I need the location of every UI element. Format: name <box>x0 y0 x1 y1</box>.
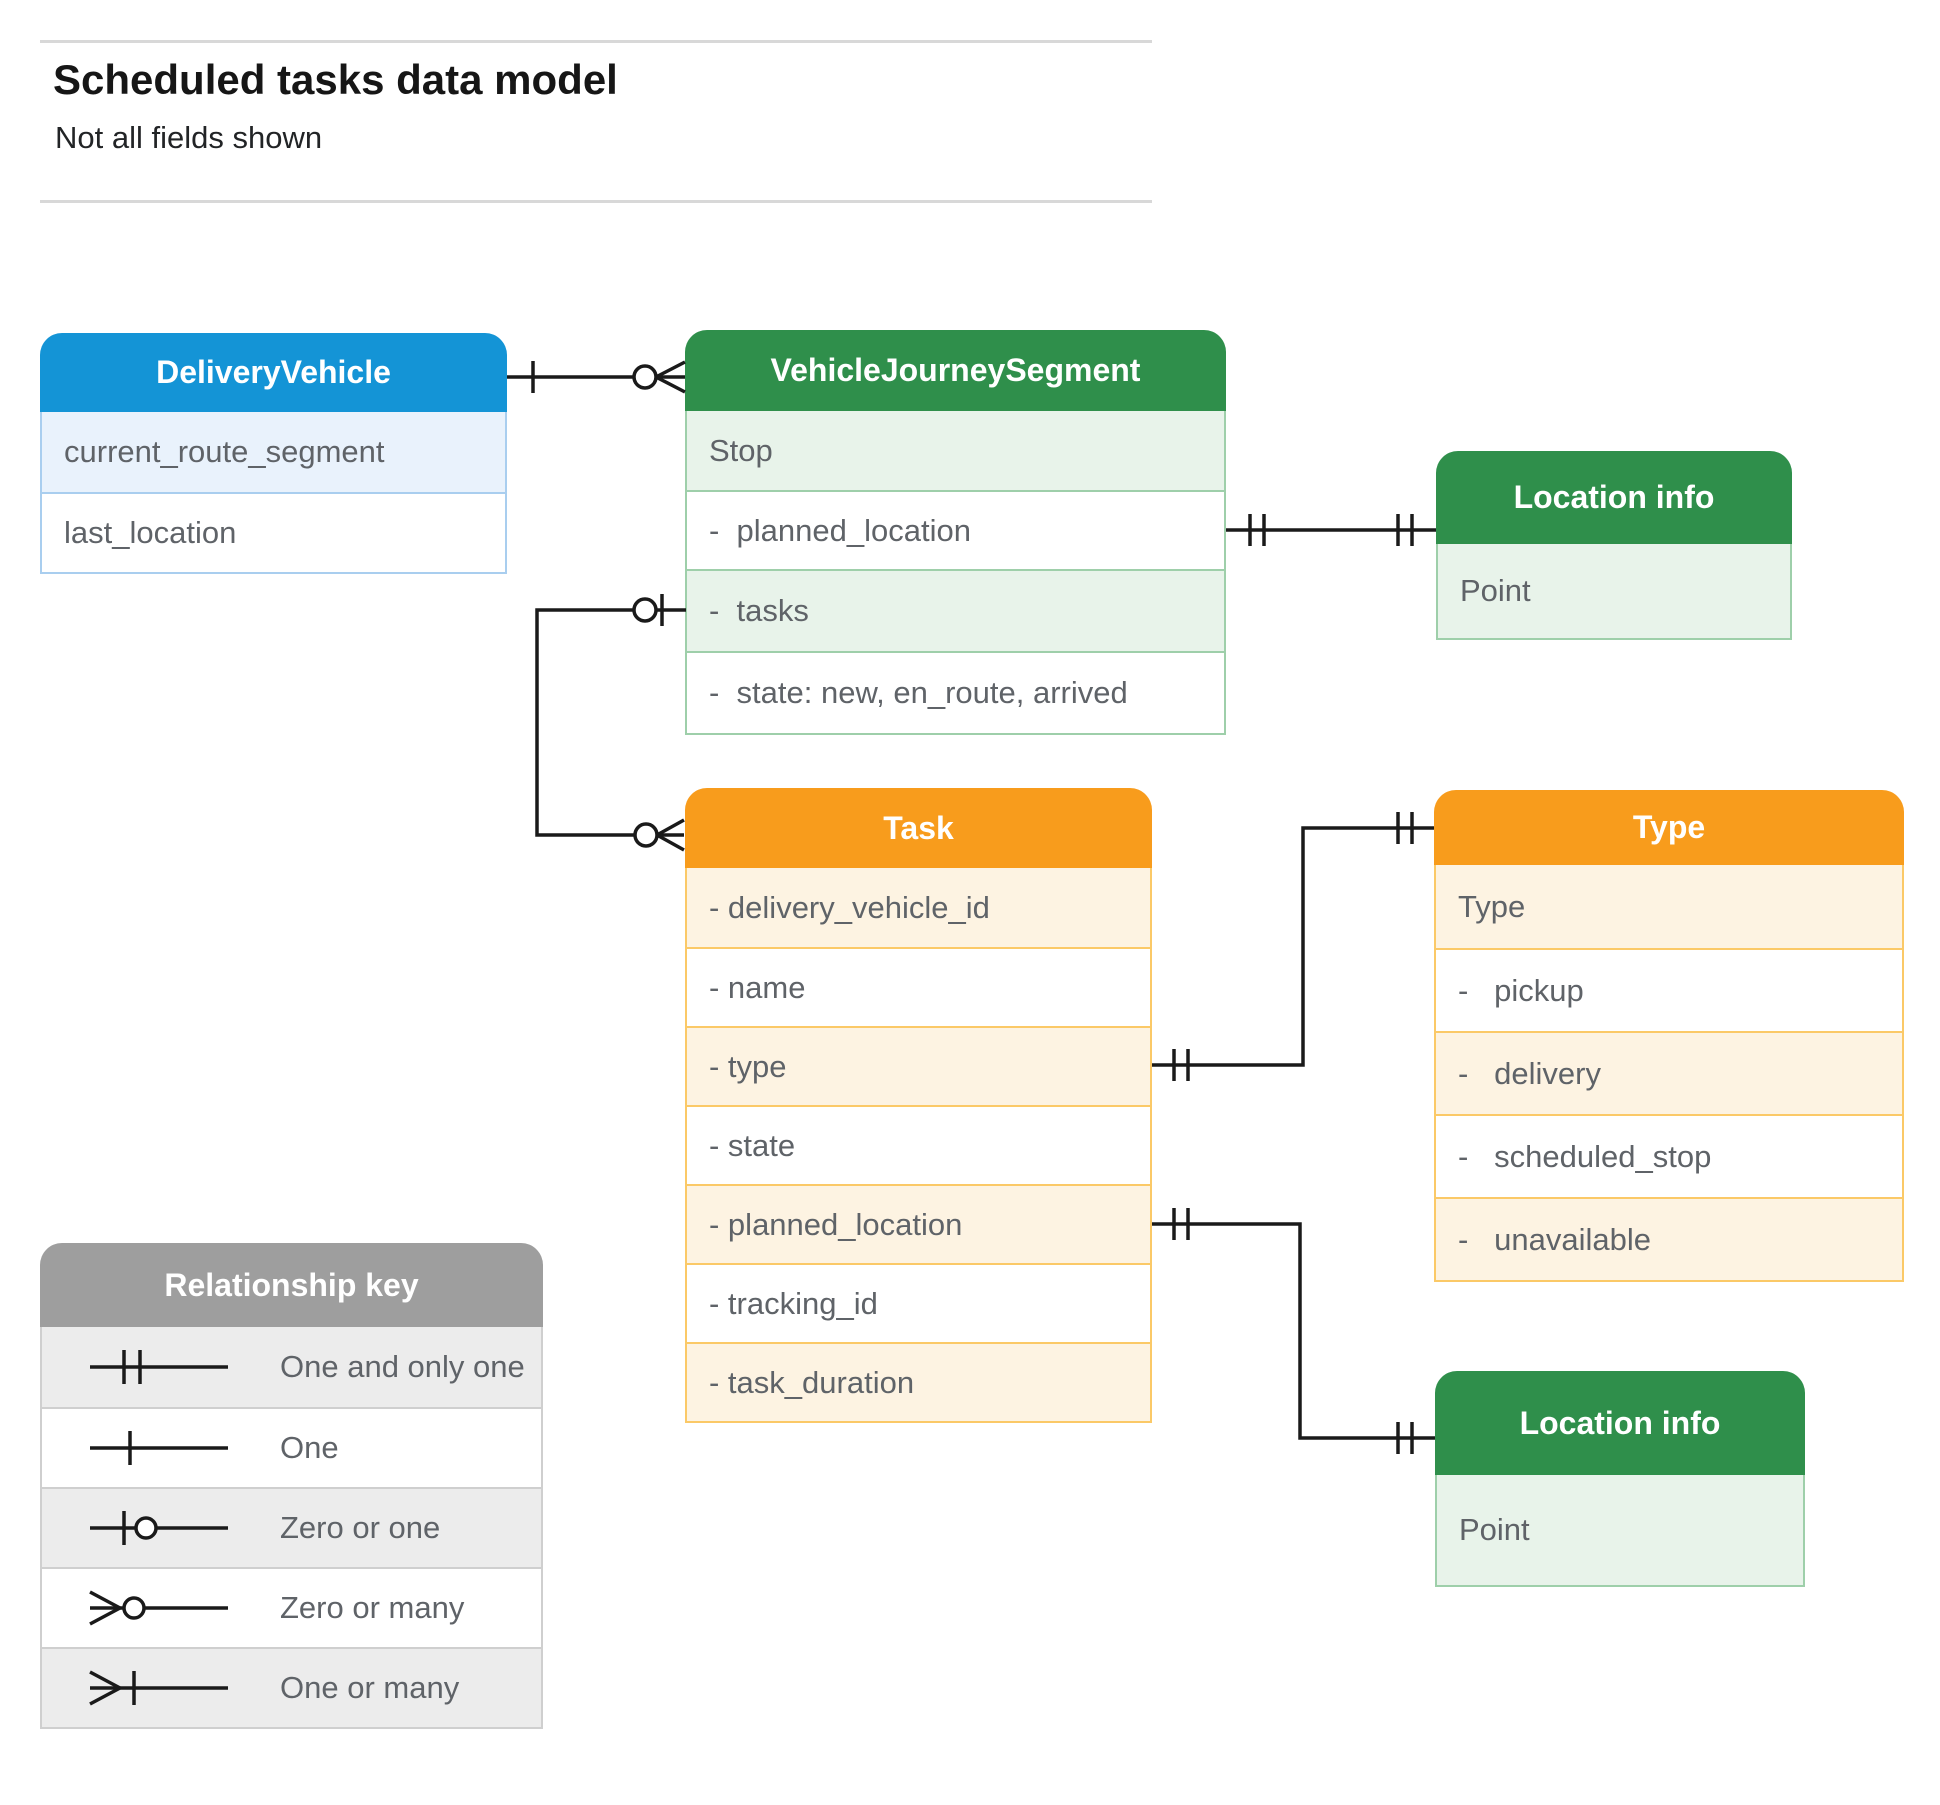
entity-type-title: Type <box>1434 790 1904 865</box>
relationship-key-body: One and only one One Zero or one Zero or… <box>40 1327 543 1729</box>
connector-vehiclejourneysegment-task <box>535 594 686 852</box>
legend-item-zero-or-one: Zero or one <box>42 1487 541 1567</box>
entity-vehicle-journey-segment-body: Stop - planned_location - tasks - state:… <box>685 411 1226 735</box>
connector-vehiclejourneysegment-locationinfo <box>1226 514 1436 546</box>
zero-or-many-icon <box>89 1590 228 1626</box>
field-pickup: - pickup <box>1436 948 1902 1031</box>
page-title: Scheduled tasks data model <box>53 56 618 103</box>
connector-task-type <box>1152 812 1434 1081</box>
entity-location-info-bottom: Location info Point <box>1435 1371 1805 1587</box>
field-current-route-segment: current_route_segment <box>42 412 505 492</box>
one-or-many-icon <box>89 1670 228 1706</box>
field-point-top: Point <box>1438 544 1790 638</box>
top-divider <box>40 40 1152 43</box>
relationship-key: Relationship key One and only one One Ze… <box>40 1243 543 1729</box>
entity-type: Type Type - pickup - delivery - schedule… <box>1434 790 1904 1282</box>
zero-circle <box>633 822 659 848</box>
field-tracking-id: - tracking_id <box>687 1263 1150 1342</box>
field-unavailable: - unavailable <box>1436 1197 1902 1280</box>
crow-foot <box>656 818 685 852</box>
field-stop: Stop <box>687 411 1224 490</box>
entity-delivery-vehicle: DeliveryVehicle current_route_segment la… <box>40 333 507 574</box>
legend-label: One or many <box>280 1670 460 1705</box>
legend-label: Zero or many <box>280 1590 465 1625</box>
relationship-key-title: Relationship key <box>40 1243 543 1327</box>
field-scheduled-stop: - scheduled_stop <box>1436 1114 1902 1197</box>
legend-label: One and only one <box>280 1349 525 1384</box>
field-name: - name <box>687 947 1150 1026</box>
field-planned-location: - planned_location <box>687 490 1224 569</box>
one-icon <box>90 1431 228 1465</box>
zero-circle <box>632 597 658 623</box>
entity-delivery-vehicle-title: DeliveryVehicle <box>40 333 507 412</box>
entity-vehicle-journey-segment: VehicleJourneySegment Stop - planned_loc… <box>685 330 1226 735</box>
field-state: - state: new, en_route, arrived <box>687 651 1224 733</box>
entity-type-body: Type - pickup - delivery - scheduled_sto… <box>1434 865 1904 1282</box>
field-type: - type <box>687 1026 1150 1105</box>
entity-location-info-bottom-body: Point <box>1435 1475 1805 1587</box>
entity-delivery-vehicle-body: current_route_segment last_location <box>40 412 507 574</box>
entity-vehicle-journey-segment-title: VehicleJourneySegment <box>685 330 1226 411</box>
legend-label: One <box>280 1430 339 1465</box>
field-point-bottom: Point <box>1437 1475 1803 1585</box>
connector-task-locationinfo <box>1152 1208 1435 1454</box>
field-delivery-vehicle-id: - delivery_vehicle_id <box>687 868 1150 947</box>
field-task-duration: - task_duration <box>687 1342 1150 1421</box>
field-last-location: last_location <box>42 492 505 572</box>
entity-location-info-bottom-title: Location info <box>1435 1371 1805 1475</box>
field-task-state: - state <box>687 1105 1150 1184</box>
crow-foot <box>655 360 686 394</box>
entity-location-info-top-body: Point <box>1436 544 1792 640</box>
legend-item-zero-or-many: Zero or many <box>42 1567 541 1647</box>
field-tasks: - tasks <box>687 569 1224 651</box>
page-subtitle: Not all fields shown <box>55 120 323 155</box>
title-bottom-divider <box>40 200 1152 203</box>
legend-item-one-and-only-one: One and only one <box>42 1327 541 1407</box>
one-and-only-one-icon <box>90 1350 228 1384</box>
entity-task-title: Task <box>685 788 1152 868</box>
entity-task: Task - delivery_vehicle_id - name - type… <box>685 788 1152 1423</box>
field-task-planned-location: - planned_location <box>687 1184 1150 1263</box>
legend-item-one: One <box>42 1407 541 1487</box>
field-type-label: Type <box>1436 865 1902 948</box>
legend-label: Zero or one <box>280 1510 441 1545</box>
entity-location-info-top-title: Location info <box>1436 451 1792 544</box>
zero-or-one-icon <box>90 1511 228 1545</box>
connector-deliveryvehicle-vehiclejourneysegment <box>507 360 686 394</box>
field-delivery: - delivery <box>1436 1031 1902 1114</box>
zero-circle <box>632 364 658 390</box>
entity-location-info-top: Location info Point <box>1436 451 1792 640</box>
entity-task-body: - delivery_vehicle_id - name - type - st… <box>685 868 1152 1423</box>
legend-item-one-or-many: One or many <box>42 1647 541 1727</box>
